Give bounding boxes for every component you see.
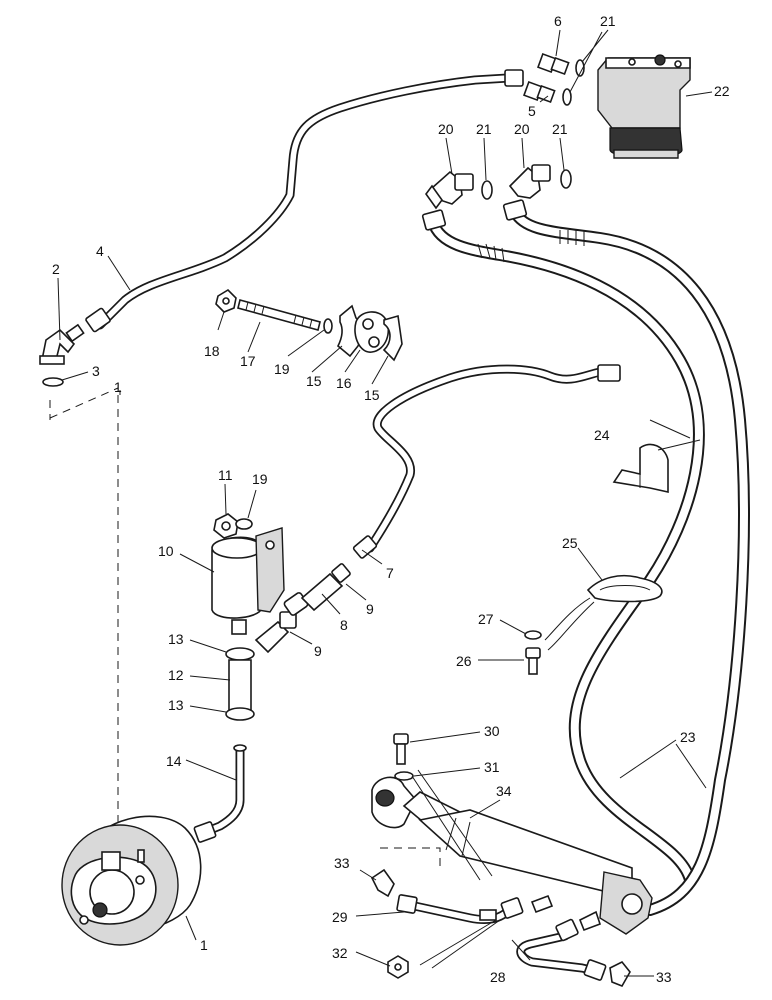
callout-3: 3 [92, 363, 100, 379]
callout-14: 14 [166, 753, 182, 769]
callout-16: 16 [336, 375, 352, 391]
callout-30: 30 [484, 723, 500, 739]
callout-2: 2 [52, 261, 60, 277]
callout-9-upper: 9 [366, 601, 374, 617]
elbow-fitting-33-left [370, 868, 395, 898]
callout-12: 12 [168, 667, 184, 683]
steering-control-unit-22 [597, 54, 691, 159]
callout-26: 26 [456, 653, 472, 669]
nut-32 [387, 955, 409, 979]
pipe-7-nut [597, 364, 621, 382]
dashed-assembly-line-left [49, 387, 121, 419]
callout-24: 24 [594, 427, 610, 443]
pipe-7 [352, 364, 621, 559]
callout-34: 34 [496, 783, 512, 799]
washer-31 [394, 771, 414, 781]
strap-25-leader-lines [544, 597, 595, 651]
spacer-16 [354, 311, 390, 353]
elbow-fitting-20-left [425, 170, 474, 210]
callout-1-pump: 1 [200, 937, 208, 953]
callout-15-left: 15 [306, 373, 322, 389]
steering-cylinder-34 [371, 776, 653, 935]
bolt-30 [393, 733, 409, 765]
callout-31: 31 [484, 759, 500, 775]
callout-20-right: 20 [514, 121, 530, 137]
o-ring-21-elbow-right [560, 169, 572, 189]
pipe-4-lower-nut [85, 307, 111, 333]
callout-5: 5 [528, 103, 536, 119]
callout-22: 22 [714, 83, 730, 99]
dashed-assembly-line-cylinder [380, 847, 441, 868]
callout-19-upper: 19 [274, 361, 290, 377]
hose-12 [228, 659, 252, 713]
pipe-4 [85, 69, 524, 333]
callout-33-right: 33 [656, 969, 672, 985]
hydraulic-pump-1 [61, 815, 202, 946]
washer-19-upper [323, 318, 333, 334]
callout-32: 32 [332, 945, 348, 961]
washer-27 [524, 630, 542, 640]
stud-17 [237, 299, 321, 331]
pipe-29-leader-lines [419, 919, 501, 969]
pipe-14 [193, 744, 247, 843]
adapter-fitting-5 [523, 81, 556, 104]
elbow-fitting-20-right [508, 164, 551, 199]
hose-crimp-right [559, 230, 585, 246]
pipe-7-hose-end [352, 535, 378, 559]
callout-21-elbow-left: 21 [476, 121, 492, 137]
strap-clip-25 [586, 574, 663, 603]
hose-crimp-left [477, 243, 505, 263]
pipe-28 [516, 910, 607, 981]
callout-numbers: 1 1 2 3 4 5 6 7 8 9 9 10 11 12 13 13 14 … [52, 13, 730, 985]
callout-21-elbow-right: 21 [552, 121, 568, 137]
callout-13-upper: 13 [168, 631, 184, 647]
callout-20-left: 20 [438, 121, 454, 137]
callout-1-top: 1 [114, 379, 122, 395]
washer-19-lower [235, 518, 253, 530]
callout-28: 28 [490, 969, 506, 985]
callout-23: 23 [680, 729, 696, 745]
callout-25: 25 [562, 535, 578, 551]
callout-13-lower: 13 [168, 697, 184, 713]
cylinder-bolt-leader-lines [411, 769, 493, 881]
nut-18 [215, 288, 237, 313]
hose-8 [300, 563, 351, 612]
elbow-fitting-33-right [609, 960, 631, 988]
callout-6: 6 [554, 13, 562, 29]
hose-clamp-13-lower [225, 707, 255, 721]
clip-24 [612, 443, 669, 493]
callout-29: 29 [332, 909, 348, 925]
callout-leaders [57, 29, 713, 977]
callout-9-lower: 9 [314, 643, 322, 659]
o-ring-21-top [575, 59, 585, 77]
callout-27: 27 [478, 611, 494, 627]
elbow-fitting-2 [39, 323, 85, 365]
filter-assembly-10 [211, 527, 285, 635]
callout-33-left: 33 [334, 855, 350, 871]
callout-18: 18 [204, 343, 220, 359]
hoses-23 [421, 199, 750, 916]
callout-8: 8 [340, 617, 348, 633]
callout-15-right: 15 [364, 387, 380, 403]
callout-10: 10 [158, 543, 174, 559]
callout-11: 11 [218, 467, 233, 483]
washer-3 [42, 377, 64, 387]
bolt-26 [525, 647, 541, 675]
o-ring-21-elbow-left [481, 180, 493, 200]
callout-7: 7 [386, 565, 394, 581]
pipe-29 [396, 894, 554, 925]
hose-clamp-13-upper [225, 647, 255, 661]
o-ring-21-lower [562, 88, 572, 106]
callout-17: 17 [240, 353, 256, 369]
pipe-4-nut [504, 69, 524, 87]
nut-11 [213, 513, 239, 539]
adapter-fitting-6 [537, 53, 570, 76]
clamp-15-right [382, 314, 403, 362]
callout-19-lower: 19 [252, 471, 268, 487]
callout-4: 4 [96, 243, 104, 259]
callout-21-top: 21 [600, 13, 616, 29]
elbow-fitting-9-lower [254, 611, 297, 654]
